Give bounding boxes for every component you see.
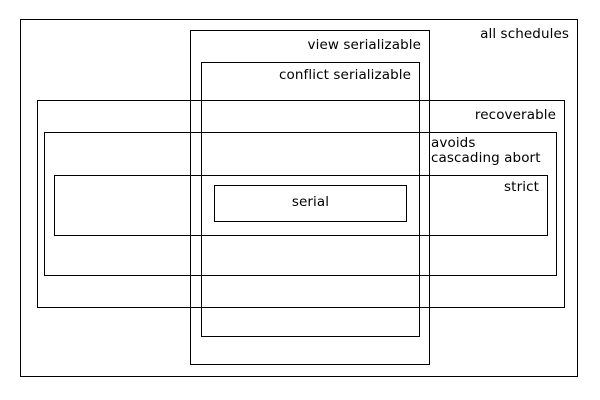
region-view-serializable <box>190 30 430 365</box>
region-avoids-cascading-abort <box>44 132 557 276</box>
region-label-recoverable: recoverable <box>474 107 556 123</box>
region-label-serial: serial <box>291 194 330 210</box>
region-label-conflict-serializable: conflict serializable <box>279 67 411 83</box>
region-recoverable <box>37 100 565 308</box>
region-all-schedules <box>20 19 578 377</box>
region-label-strict: strict <box>504 179 539 195</box>
region-strict <box>54 175 548 236</box>
region-label-all-schedules: all schedules <box>480 26 569 42</box>
region-serial <box>214 185 407 222</box>
region-label-view-serializable: view serializable <box>307 37 421 53</box>
region-conflict-serializable <box>201 62 420 337</box>
region-label-avoids-cascading-abort: avoids cascading abort <box>431 135 541 167</box>
